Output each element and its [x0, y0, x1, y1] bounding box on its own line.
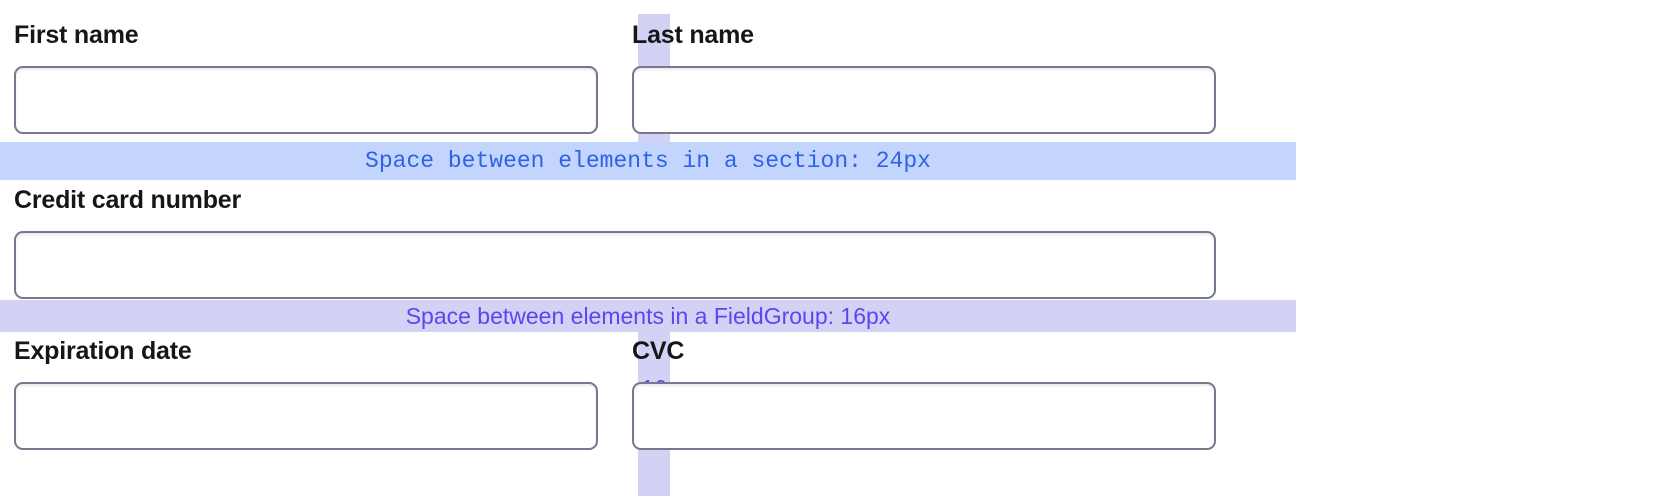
- label-cvc: CVC: [632, 337, 685, 365]
- annotation-text-fieldgroup-spacing: Space between elements in a FieldGroup: …: [405, 302, 891, 329]
- label-credit-card-number: Credit card number: [14, 186, 242, 214]
- input-cvc[interactable]: [632, 382, 1216, 450]
- label-first-name: First name: [14, 21, 139, 49]
- input-first-name[interactable]: [14, 66, 598, 134]
- annotation-bar-fieldgroup-spacing: Space between elements in a FieldGroup: …: [0, 300, 1296, 332]
- annotation-text-section-spacing: Space between elements in a section: 24p…: [365, 148, 931, 174]
- input-credit-card-number[interactable]: [14, 231, 1216, 299]
- input-expiration-date[interactable]: [14, 382, 598, 450]
- label-last-name: Last name: [632, 21, 754, 49]
- label-expiration-date: Expiration date: [14, 337, 192, 365]
- input-last-name[interactable]: [632, 66, 1216, 134]
- annotation-bar-section-spacing: Space between elements in a section: 24p…: [0, 142, 1296, 180]
- form-content: 16 First name Last name Space between el…: [0, 14, 1296, 496]
